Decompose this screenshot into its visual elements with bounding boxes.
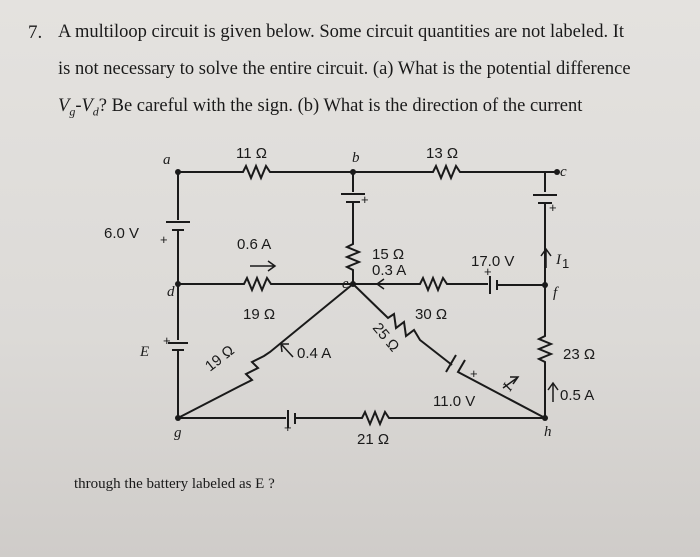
node-d-label: d: [167, 284, 175, 300]
resistor-25-label: 25 Ω: [369, 320, 403, 356]
battery-e-label: E: [139, 344, 149, 360]
resistor-19-diag-label: 19 Ω: [202, 342, 238, 375]
current-0-3a-label: 0.3 A: [372, 262, 406, 279]
node-b-dot: [350, 169, 356, 175]
arrow-0-6a: [250, 260, 277, 272]
plus-11v: +: [470, 366, 478, 381]
eg-diagonal-wire: [177, 283, 354, 419]
arrow-0-5a: [547, 381, 559, 402]
plus-b: +: [361, 192, 369, 207]
battery-6v-label: 6.0 V: [104, 225, 139, 242]
arrow-0-4a: [280, 343, 294, 358]
node-f-dot: [542, 282, 548, 288]
question-footer: through the battery labeled as E ?: [74, 476, 275, 492]
node-h-dot: [542, 415, 548, 421]
resistor-13-label: 13 Ω: [426, 145, 458, 162]
resistor-21-label: 21 Ω: [357, 431, 389, 448]
node-a-dot: [175, 169, 181, 175]
plus-e: +: [163, 333, 171, 348]
left-lower-wire: [168, 284, 188, 418]
current-i1-sub: 1: [562, 256, 569, 271]
left-upper-wire: [166, 172, 190, 284]
question-line-3: Vg-Vd? Be careful with the sign. (b) Wha…: [58, 96, 583, 119]
current-0-6a-label: 0.6 A: [237, 236, 271, 253]
node-a-label: a: [163, 152, 171, 168]
plus-c: +: [549, 200, 557, 215]
current-0-4a-label: 0.4 A: [297, 345, 331, 362]
resistor-11-label: 11 Ω: [236, 145, 267, 162]
resistor-23-label: 23 Ω: [563, 346, 595, 363]
plus-17v: +: [484, 264, 492, 279]
node-e-dot: [350, 281, 356, 287]
arrow-i1: [540, 247, 552, 268]
resistor-30-label: 30 Ω: [415, 306, 447, 323]
node-g-label: g: [174, 425, 182, 441]
question-line-2: is not necessary to solve the entire cir…: [58, 59, 631, 79]
top-wire: [178, 163, 557, 181]
node-d-dot: [175, 281, 181, 287]
battery-11v-label: 11.0 V: [433, 393, 475, 410]
node-f-label: f: [553, 285, 559, 301]
b-vertical-wire: [341, 172, 365, 284]
right-lower-wire: [536, 285, 554, 418]
battery-17v-label: 17.0 V: [471, 253, 514, 270]
arrow-0-3a: [375, 278, 400, 290]
node-c-dot: [554, 169, 560, 175]
current-0-5a-label: 0.5 A: [560, 387, 594, 404]
question-line-1: A multiloop circuit is given below. Some…: [58, 22, 625, 42]
right-upper-wire: [533, 172, 557, 285]
node-b-label: b: [352, 150, 360, 166]
node-h-label: h: [544, 424, 552, 440]
node-c-label: c: [560, 164, 567, 180]
eh-diagonal-wire: [352, 283, 546, 419]
resistor-19-de-label: 19 Ω: [243, 306, 275, 323]
current-i1-label: I: [555, 252, 562, 268]
bottom-wire: [178, 409, 545, 428]
node-e-label: e: [342, 276, 349, 292]
arrow-i2: [502, 376, 520, 389]
question-number: 7.: [28, 22, 43, 43]
plus-6v: +: [160, 232, 168, 247]
resistor-15-label: 15 Ω: [372, 246, 404, 263]
de-wire: [178, 275, 353, 293]
plus-bottom: +: [284, 420, 292, 435]
node-g-dot: [175, 415, 181, 421]
ef-wire: [353, 275, 545, 294]
